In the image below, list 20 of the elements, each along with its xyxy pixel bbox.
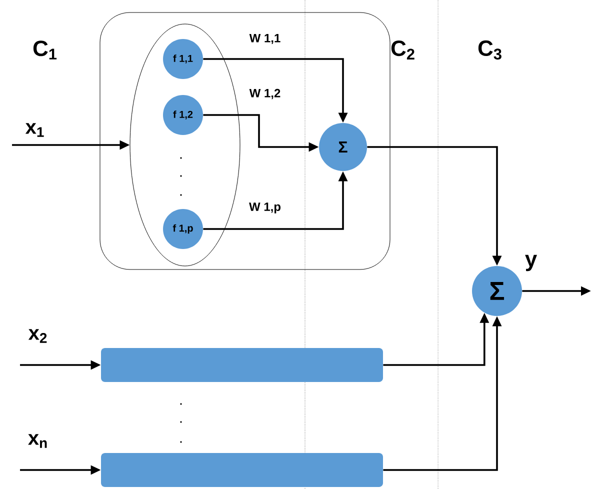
edge-label: W 1,p [249, 202, 280, 214]
edge-label: x$_{n}$ [28, 434, 47, 448]
module-box [100, 12, 390, 270]
column-label: C$_{3}$ [478, 40, 502, 60]
column-label: C$_{2}$ [391, 40, 414, 60]
ellipsis-dot: . [180, 421, 182, 423]
ellipse [130, 24, 240, 266]
ellipsis-dot: . [180, 441, 182, 443]
module-bar [101, 453, 383, 487]
edge-label: x$_{1}$ [25, 123, 44, 137]
ellipsis-dot: . [180, 403, 182, 405]
module-bar [101, 348, 383, 382]
ellipsis-dot: . [180, 157, 182, 159]
edge-label: y [525, 254, 537, 272]
ellipsis-dot: . [180, 175, 182, 177]
ellipsis-dot: . [180, 194, 182, 196]
column-label: C$_{1}$ [33, 40, 57, 60]
edge-label: W 1,2 [249, 88, 280, 100]
edge-label: W 1,1 [249, 34, 280, 44]
edge-label: x$_{2}$ [28, 329, 47, 343]
